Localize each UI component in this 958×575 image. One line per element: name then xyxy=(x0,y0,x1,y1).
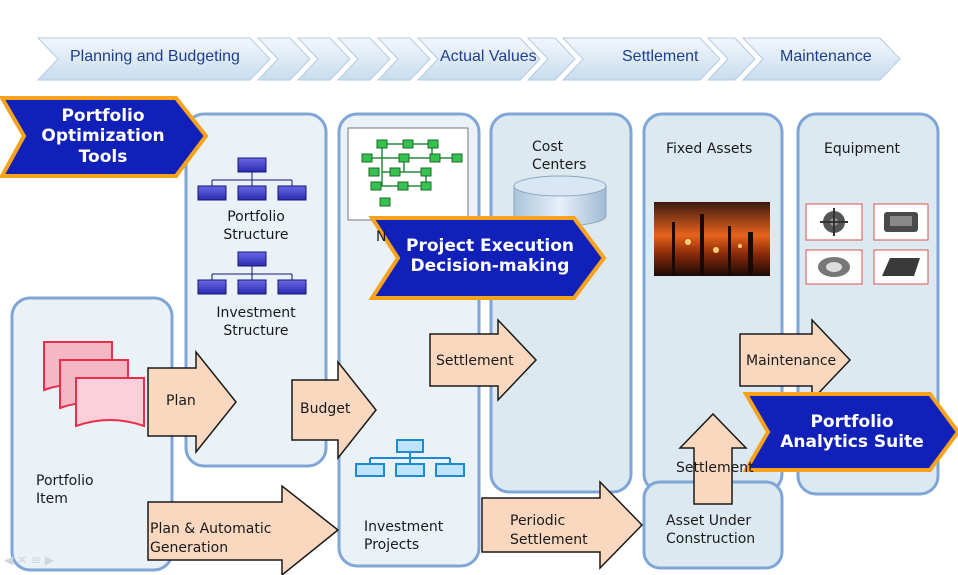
chevron-7 xyxy=(526,37,576,81)
investment-projects-label: Investment Projects xyxy=(364,518,443,554)
portfolio-analytics-line-1: Portfolio xyxy=(810,412,894,432)
equipment-label: Equipment xyxy=(824,141,900,157)
plan-automatic-arrow-label: Plan & Automatic Generation xyxy=(150,520,271,558)
callout-portfolio-optimization xyxy=(0,96,209,178)
phase-planning-budgeting: Planning and Budgeting xyxy=(70,48,240,65)
cost-centers-line-1: Cost xyxy=(532,139,564,155)
portfolio-optimization-line-3: Tools xyxy=(78,146,128,167)
investment-structure-line-1: Investment xyxy=(216,305,296,321)
fixed-assets-label: Fixed Assets xyxy=(666,141,753,157)
document-stack-icon xyxy=(43,341,145,428)
investment-projects-icon xyxy=(355,439,465,477)
periodic-settlement-line-2: Settlement xyxy=(510,531,588,548)
portfolio-optimization-line-2: Optimization xyxy=(41,126,165,147)
periodic-settlement-arrow xyxy=(481,480,644,570)
plan-automatic-arrow xyxy=(147,484,340,575)
chevron-1 xyxy=(36,37,271,81)
portfolio-item-line-2: Item xyxy=(36,491,68,508)
settlement-arrow-label: Settlement xyxy=(436,353,514,369)
cost-centers-line-2: Centers xyxy=(532,157,587,174)
phase-settlement: Settlement xyxy=(622,48,699,65)
equipment-photos xyxy=(805,203,929,285)
asset-under-construction-label: Asset Under Construction xyxy=(666,512,755,548)
periodic-settlement-line-1: Periodic xyxy=(510,513,566,529)
chevron-9 xyxy=(706,37,756,81)
plan-automatic-line-2: Generation xyxy=(150,539,229,556)
phase-chevrons xyxy=(36,37,901,81)
portfolio-optimization-line-1: Portfolio xyxy=(61,106,145,126)
budget-arrow-label: Budget xyxy=(300,401,351,417)
maintenance-arrow xyxy=(739,318,852,402)
portfolio-structure-label: Portfolio Structure xyxy=(206,208,306,244)
plan-arrow-label: Plan xyxy=(166,393,196,409)
portfolio-structure-icon xyxy=(197,157,307,201)
investment-projects-line-2: Projects xyxy=(364,537,420,554)
periodic-settlement-arrow-label: Periodic Settlement xyxy=(510,512,588,550)
investment-structure-label: Investment Structure xyxy=(206,304,306,340)
portfolio-item-label: Portfolio Item xyxy=(36,472,94,508)
maintenance-arrow-label: Maintenance xyxy=(746,353,837,369)
investment-structure-line-2: Structure xyxy=(223,323,289,340)
asset-under-construction-line-2: Construction xyxy=(666,531,756,548)
project-execution-line-1: Project Execution xyxy=(405,236,575,256)
phase-actual-values: Actual Values xyxy=(440,48,537,65)
asset-under-construction-line-1: Asset Under xyxy=(666,513,752,529)
refinery-photo xyxy=(654,202,770,276)
chevron-8 xyxy=(561,37,721,81)
chevron-2 xyxy=(256,37,311,81)
flow-arrows xyxy=(147,318,852,575)
budget-arrow xyxy=(291,359,377,461)
project-execution-label: Project Execution Decision-making xyxy=(400,236,580,277)
cost-centers-label: Cost Centers xyxy=(532,138,586,174)
callout-portfolio-analytics xyxy=(742,392,958,472)
slide-nav-icon[interactable]: ◀ ✕ ≡ ▶ xyxy=(4,553,55,567)
chevron-5 xyxy=(376,37,431,81)
plan-arrow xyxy=(147,349,237,455)
settlement-up-arrow-label: Settlement xyxy=(676,460,754,476)
settlement-arrow xyxy=(429,318,538,402)
portfolio-structure-line-1: Portfolio xyxy=(227,209,285,225)
chevron-4 xyxy=(336,37,391,81)
portfolio-analytics-label: Portfolio Analytics Suite xyxy=(772,412,932,453)
investment-structure-icon xyxy=(197,251,307,295)
callouts xyxy=(0,96,958,472)
network-diagram-icon xyxy=(347,127,469,221)
portfolio-item-line-1: Portfolio xyxy=(36,473,94,489)
portfolio-analytics-line-2: Analytics Suite xyxy=(780,432,924,453)
chevron-6 xyxy=(416,37,541,81)
chevron-10 xyxy=(741,37,901,81)
project-execution-line-2: Decision-making xyxy=(410,256,570,277)
network-partial-label: N xyxy=(376,229,387,245)
portfolio-optimization-label: Portfolio Optimization Tools xyxy=(28,106,178,167)
callout-project-execution xyxy=(368,216,607,300)
settlement-up-arrow xyxy=(678,412,748,505)
plan-automatic-line-1: Plan & Automatic xyxy=(150,521,272,537)
portfolio-structure-line-2: Structure xyxy=(223,227,289,244)
investment-projects-line-1: Investment xyxy=(364,519,444,535)
equipment-photo-2 xyxy=(873,203,929,241)
phase-maintenance: Maintenance xyxy=(780,48,872,65)
chevron-3 xyxy=(296,37,351,81)
